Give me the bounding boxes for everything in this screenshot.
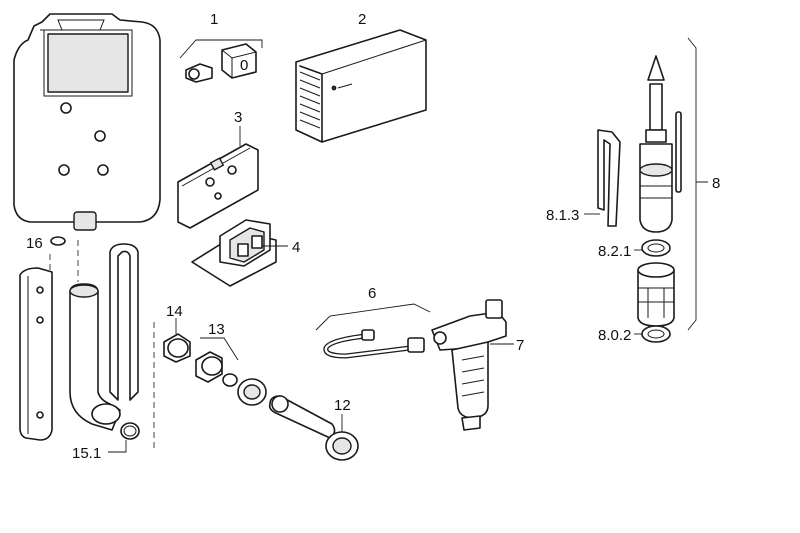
label-8: 8	[712, 175, 720, 192]
label-15-1: 15.1	[72, 445, 101, 462]
part-2-cover-plate	[295, 29, 427, 143]
part-8-cage	[637, 262, 675, 327]
part-8-2-1-washer	[634, 239, 671, 257]
bend-pipe-shell	[109, 243, 139, 401]
label-13: 13	[208, 321, 225, 338]
part-1-button-connector: 0	[179, 39, 263, 83]
part-7-fill-valve	[431, 299, 514, 431]
label-6: 6	[368, 285, 376, 302]
part-4-bracket	[191, 219, 288, 287]
part-3-mounting-plate	[177, 126, 259, 229]
part-14-adapter	[163, 318, 191, 363]
label-16: 16	[26, 235, 43, 252]
bend-pipe	[69, 283, 121, 431]
cistern-frame	[13, 13, 161, 231]
part-8-flush-valve	[639, 55, 682, 233]
label-4: 4	[292, 239, 300, 256]
label-14: 14	[166, 303, 183, 320]
part-13-connector	[195, 337, 267, 406]
button-glyph: 0	[240, 57, 248, 74]
label-8-0-2: 8.0.2	[598, 327, 631, 344]
part-8-0-2-washer	[641, 325, 671, 343]
bracket-8	[687, 37, 708, 331]
label-3: 3	[234, 109, 242, 126]
leader-15-1	[108, 440, 127, 453]
label-8-2-1: 8.2.1	[598, 243, 631, 260]
label-8-1-3: 8.1.3	[546, 207, 579, 224]
part-8-1-3-rod	[584, 129, 621, 227]
pipe-shell-15-1	[19, 267, 53, 441]
label-2: 2	[358, 11, 366, 28]
part-6-hose	[315, 303, 431, 359]
part-12-sleeve	[268, 395, 359, 461]
seal-ring-15-1	[120, 422, 140, 440]
label-7: 7	[516, 337, 524, 354]
label-12: 12	[334, 397, 351, 414]
label-1: 1	[210, 11, 218, 28]
guide-line-left	[77, 240, 155, 448]
ring-16	[49, 236, 66, 270]
